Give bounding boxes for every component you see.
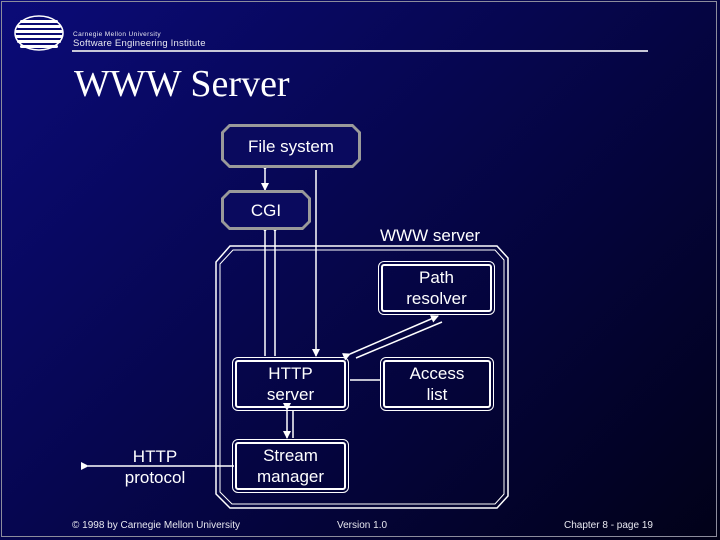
cgi-label: CGI	[250, 200, 282, 220]
http-server-box: HTTP server	[232, 357, 349, 411]
access-list-label-line1: Access	[409, 364, 465, 383]
header-rule	[72, 50, 648, 52]
http-path-arrow-1	[341, 315, 439, 361]
path-resolver-label-line2: resolver	[406, 289, 467, 308]
stream-manager-label-line2: manager	[256, 467, 325, 486]
footer-copyright: © 1998 by Carnegie Mellon University	[72, 520, 241, 531]
footer-page: Chapter 8 - page 19	[564, 520, 653, 531]
org-subtitle: Software Engineering Institute	[73, 38, 206, 49]
path-resolver-label-line1: Path	[419, 268, 454, 287]
file-system-label: File system	[248, 136, 334, 156]
http-server-label-line1: HTTP	[268, 364, 313, 383]
http-protocol-label-line2: protocol	[124, 468, 186, 487]
http-path-arrow-2	[355, 321, 443, 359]
www-server-boundary	[215, 245, 509, 509]
cmu-sei-logo-icon	[14, 15, 64, 51]
org-name: Carnegie Mellon University	[73, 31, 162, 38]
http-protocol-label: HTTP protocol	[110, 446, 200, 488]
http-server-label-line2: server	[266, 385, 315, 404]
http-protocol-label-line1: HTTP	[132, 447, 178, 466]
access-list-box: Access list	[380, 357, 494, 411]
www-server-label: WWW server	[380, 226, 481, 245]
slide-title: WWW Server	[74, 63, 290, 105]
stream-manager-box: Stream manager	[232, 439, 349, 493]
path-resolver-box: Path resolver	[378, 261, 495, 315]
access-list-label-line2: list	[426, 385, 448, 404]
footer-version: Version 1.0	[337, 520, 388, 531]
file-system-box: File system	[221, 124, 361, 168]
stream-manager-label-line1: Stream	[263, 446, 318, 465]
cgi-box: CGI	[221, 190, 311, 230]
